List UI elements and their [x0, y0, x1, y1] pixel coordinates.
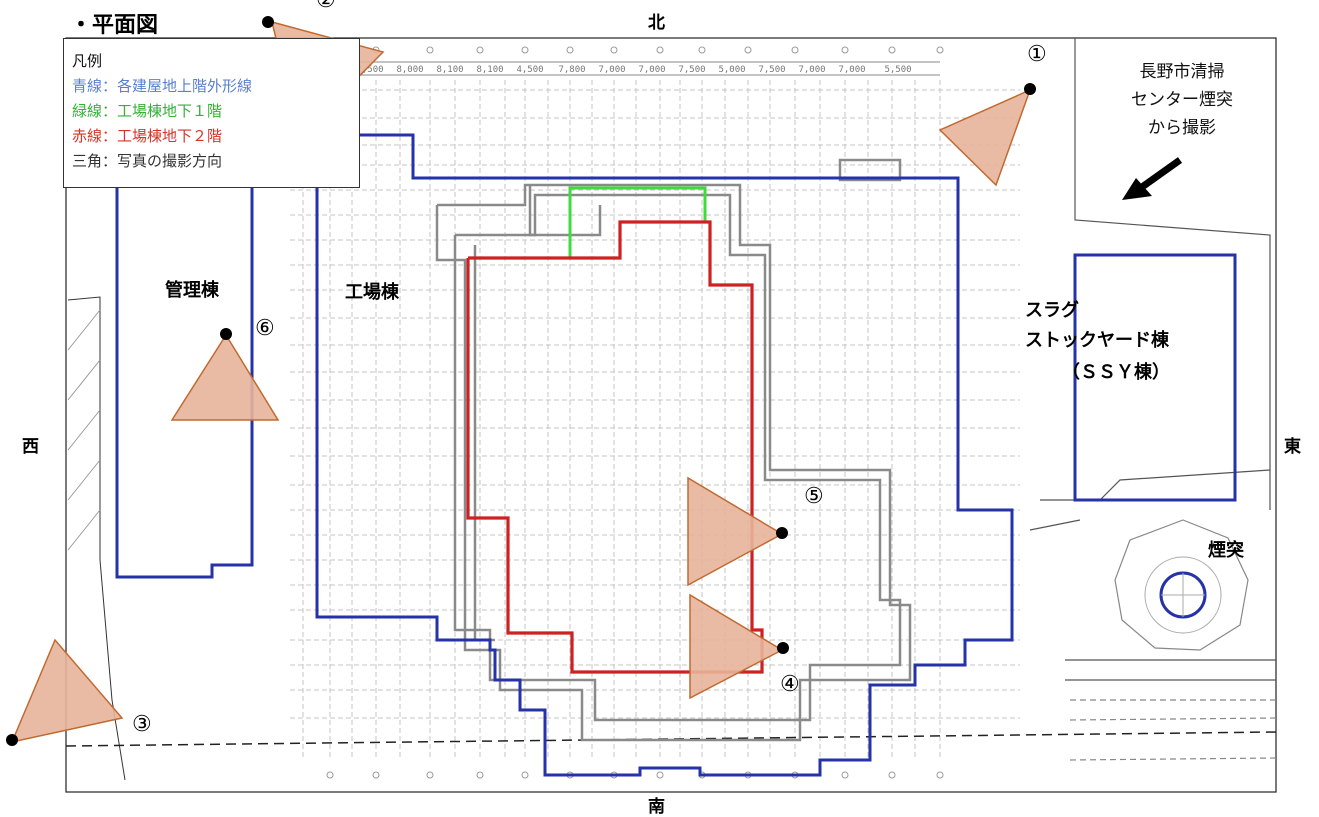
- photo-source-note: 長野市清掃 センター煙突 から撮影: [1112, 58, 1252, 142]
- photo-number-2: ②: [316, 0, 336, 13]
- photo-number-1: ①: [1027, 42, 1047, 67]
- dimension-label: 7,000: [798, 65, 825, 75]
- label-ssy-line1: スラグ: [1025, 300, 1079, 321]
- grid-axis-marker: [476, 771, 484, 779]
- compass-south: 南: [648, 797, 665, 817]
- ssy-building-outline: [1073, 253, 1237, 502]
- legend-item-blue: 青線：各建屋地上階外形線: [72, 77, 253, 95]
- legend-box: 凡例 青線：各建屋地上階外形線 緑線：工場棟地下１階 赤線：工場棟地下２階 三角…: [63, 38, 360, 188]
- legend-item-triangle: 三角：写真の撮影方向: [72, 152, 223, 170]
- legend-item-green: 緑線：工場棟地下１階: [72, 102, 223, 120]
- photo-point-6: [220, 328, 232, 340]
- dimension-label: 5,000: [718, 65, 745, 75]
- compass-north: 北: [648, 13, 665, 33]
- grid-axis-marker: [656, 771, 664, 779]
- photo-note-line1: 長野市清掃: [1139, 62, 1225, 82]
- photo-number-5: ⑤: [804, 484, 824, 509]
- site-boundary-south: [65, 731, 1277, 747]
- factory-internal-walls: [435, 158, 912, 742]
- west-boundary: [67, 296, 126, 781]
- dimension-label: 7,500: [678, 65, 705, 75]
- grid-axis-marker: [936, 46, 944, 54]
- label-ssy-line2: ストックヤード棟: [1025, 330, 1169, 351]
- dimension-label: 7,000: [638, 65, 665, 75]
- label-chimney: 煙突: [1208, 540, 1244, 561]
- legend-heading: 凡例: [72, 52, 103, 70]
- factory-b2-outline: [466, 220, 764, 674]
- dimension-label: 7,500: [356, 65, 383, 75]
- photo-triangle-5: [687, 476, 784, 587]
- grid-axis-marker: [566, 46, 574, 54]
- dimension-label: 8,000: [396, 65, 423, 75]
- grid-axis-marker: [656, 46, 664, 54]
- grid-axis-marker: [744, 46, 752, 54]
- admin-building-outline: [115, 180, 254, 579]
- chimney-structure: [1114, 519, 1249, 651]
- grid-axis-marker: [426, 771, 434, 779]
- photo-number-3: ③: [132, 712, 152, 737]
- dimension-label: 7,800: [558, 65, 585, 75]
- east-site-lines: [1029, 38, 1277, 761]
- grid-axis-marker: [888, 46, 896, 54]
- grid-axis-marker: [610, 46, 618, 54]
- photo-points: [6, 16, 1036, 746]
- photo-triangle-4: [689, 593, 784, 700]
- photo-point-3: [6, 734, 18, 746]
- compass-west: 西: [22, 437, 39, 457]
- photo-point-5: [776, 527, 788, 539]
- grid-axis-marker: [476, 46, 484, 54]
- photo-point-2: [262, 16, 274, 28]
- legend-item-red: 赤線：工場棟地下２階: [72, 127, 223, 145]
- grid-axis-marker: [936, 771, 944, 779]
- grid-axis-marker: [698, 46, 706, 54]
- drawing-frame: [65, 37, 1277, 793]
- label-admin-building: 管理棟: [165, 280, 219, 301]
- photo-point-1: [1024, 83, 1036, 95]
- dimension-labels: 7,500 8,000 8,100 8,100 4,500 7,800 7,000 7,000…: [326, 46, 944, 779]
- structural-grid: [290, 80, 1020, 760]
- photo-point-4: [777, 642, 789, 654]
- ground-floor-outlines: [115, 133, 1237, 777]
- compass-east: 東: [1284, 437, 1301, 457]
- photo-number-4: ④: [780, 672, 800, 697]
- grid-axis-marker: [426, 46, 434, 54]
- photo-note-line2: センター煙突: [1131, 90, 1233, 110]
- label-factory-building: 工場棟: [345, 282, 399, 303]
- photo-triangle-1: [938, 88, 1032, 187]
- dimension-label: 8,100: [476, 65, 503, 75]
- dimension-label: 7,500: [758, 65, 785, 75]
- grid-axis-marker: [841, 46, 849, 54]
- photo-triangle-3: [10, 638, 124, 744]
- grid-axis-marker: [326, 771, 334, 779]
- label-ssy-line3: （ＳＳＹ棟）: [1062, 362, 1170, 383]
- dimension-label: 8,100: [436, 65, 463, 75]
- photo-number-6: ⑥: [255, 316, 275, 341]
- factory-building-outline: [290, 133, 1014, 777]
- grid-axis-marker: [521, 46, 529, 54]
- direction-arrow-icon: [1122, 157, 1183, 200]
- dimension-label: 7,000: [838, 65, 865, 75]
- grid-axis-marker: [372, 771, 380, 779]
- grid-axis-marker: [791, 46, 799, 54]
- dimension-label: 7,000: [598, 65, 625, 75]
- photo-triangle-6: [170, 333, 280, 421]
- grid-axis-marker: [841, 771, 849, 779]
- photo-note-line3: から撮影: [1148, 118, 1216, 138]
- dimension-label: 5,500: [884, 65, 911, 75]
- page-title: ・平面図: [70, 13, 159, 38]
- grid-axis-marker: [521, 771, 529, 779]
- dimension-label: 4,500: [516, 65, 543, 75]
- grid-axis-marker: [888, 771, 896, 779]
